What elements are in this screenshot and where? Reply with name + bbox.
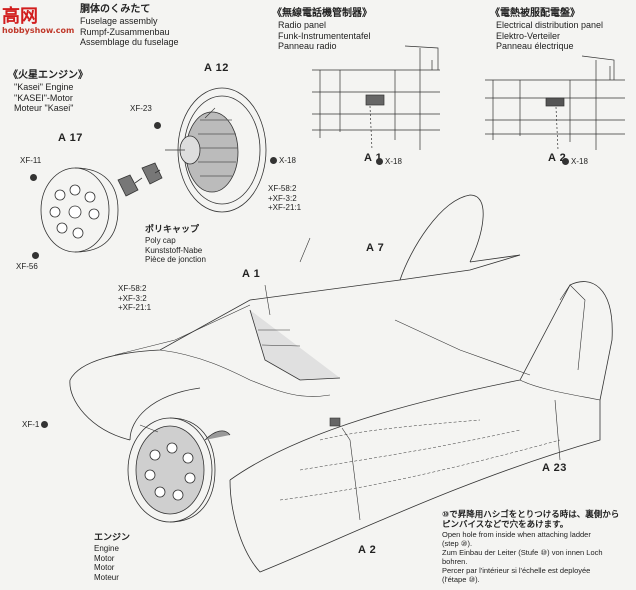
electrical-panel-heading-fr: Panneau électrique bbox=[496, 41, 574, 51]
callout-xf58-cockpit-line3: +XF-21:1 bbox=[118, 303, 152, 312]
watermark-mark: 高 bbox=[2, 6, 20, 27]
ladder-note-en1: Open hole from inside when attaching lad… bbox=[442, 530, 591, 539]
callout-x18-electrical-text: X-18 bbox=[571, 157, 588, 166]
callout-x18-engine-text: X-18 bbox=[279, 156, 296, 165]
engine-heading: 《火星エンジン》 "Kasei" Engine "KASEI"-Motor Mo… bbox=[8, 70, 88, 114]
engine-a12 bbox=[165, 87, 267, 213]
electrical-panel-heading-jp: 《電熱被服配電盤》 bbox=[490, 8, 580, 19]
callout-x18-radio: X-18 bbox=[376, 157, 402, 166]
radio-panel-heading: 《無線電話機管制器》 Radio panel Funk-Instrumenten… bbox=[272, 8, 372, 52]
part-label-a1-main: A 1 bbox=[242, 268, 261, 280]
fuselage-right-half bbox=[229, 281, 613, 573]
poly-cap-label-en: Poly cap bbox=[145, 236, 176, 245]
engine-heading-de: "KASEI"-Motor bbox=[14, 92, 73, 103]
part-label-a2-electrical: A 2 bbox=[548, 152, 567, 164]
poly-caps bbox=[117, 162, 163, 197]
radio-panel-heading-de: Funk-Instrumententafel bbox=[278, 30, 371, 41]
cowling-a17 bbox=[40, 167, 119, 253]
engine-bottom bbox=[127, 417, 231, 523]
engine-label-jp: エンジン bbox=[94, 533, 131, 543]
callout-xf58-engine-line2: +XF-3:2 bbox=[268, 193, 297, 203]
callout-xf58-engine-line1: XF-58:2 bbox=[268, 184, 297, 193]
color-dot-xf23 bbox=[154, 116, 161, 134]
ladder-note-de1: Zum Einbau der Leiter (Stufe ⑩) von inne… bbox=[442, 548, 603, 557]
engine-label-fr: Moteur bbox=[94, 572, 119, 582]
fuselage-heading: 胴体のくみたて Fuselage assembly Rumpf-Zusammen… bbox=[80, 4, 179, 48]
radio-panel-heading-en: Radio panel bbox=[278, 20, 327, 30]
color-dot-xf1 bbox=[41, 421, 49, 428]
callout-x18-radio-text: X-18 bbox=[385, 157, 402, 166]
callout-xf23: XF-23 bbox=[130, 104, 152, 113]
poly-cap-label: ポリキャップ Poly cap Kunststoff-Nabe Pièce de… bbox=[145, 224, 206, 265]
callout-x18-engine: X-18 bbox=[270, 156, 296, 165]
callout-xf11-text: XF-11 bbox=[20, 156, 42, 165]
callout-xf56-text: XF-56 bbox=[16, 262, 38, 271]
watermark-site: hobbyshow.com bbox=[2, 26, 75, 35]
ladder-note-en2: (step ⑩). bbox=[442, 539, 473, 548]
engine-label-it: Motor bbox=[94, 563, 115, 572]
callout-xf58-cockpit: XF-58:2 +XF-3:2 +XF-21:1 bbox=[118, 284, 151, 313]
engine-heading-jp: 《火星エンジン》 bbox=[8, 70, 88, 81]
callout-xf11: XF-11 bbox=[20, 156, 41, 165]
engine-heading-fr: Moteur "Kasei" bbox=[14, 103, 74, 113]
color-dot-x18-radio bbox=[376, 158, 383, 165]
ladder-note-fr1: Percer par l'intérieur si l'échelle est … bbox=[442, 566, 591, 575]
callout-xf23-text: XF-23 bbox=[130, 104, 152, 113]
engine-label: エンジン Engine Motor Motor Moteur bbox=[94, 532, 130, 582]
electrical-panel-heading-en: Electrical distribution panel bbox=[496, 20, 604, 30]
leader-lines bbox=[139, 107, 561, 521]
poly-cap-label-de: Kunststoff-Nabe bbox=[145, 245, 203, 255]
radio-panel-heading-fr: Panneau radio bbox=[278, 41, 337, 51]
poly-cap-label-fr: Pièce de jonction bbox=[145, 255, 206, 264]
callout-xf58-cockpit-line1: XF-58:2 bbox=[118, 284, 147, 293]
callout-xf58-engine: XF-58:2 +XF-3:2 +XF-21:1 bbox=[268, 184, 301, 213]
tail-fin bbox=[399, 194, 521, 281]
electrical-panel-heading: 《電熱被服配電盤》 Electrical distribution panel … bbox=[490, 8, 603, 52]
callout-x18-electrical: X-18 bbox=[562, 157, 588, 166]
radio-panel-inset bbox=[312, 45, 440, 151]
color-dot-xf11 bbox=[30, 168, 37, 186]
watermark-mark-2: 网 bbox=[20, 6, 38, 27]
ladder-note-de2: bohren. bbox=[442, 557, 468, 566]
callout-xf58-cockpit-line2: +XF-3:2 bbox=[118, 293, 147, 303]
callout-xf58-engine-line3: +XF-21:1 bbox=[268, 203, 302, 212]
callout-xf56: XF-56 bbox=[16, 262, 38, 271]
electrical-panel-inset bbox=[485, 55, 625, 151]
part-label-a7: A 7 bbox=[366, 242, 385, 254]
engine-heading-en: "Kasei" Engine bbox=[14, 82, 74, 92]
electrical-panel-heading-de: Elektro-Verteiler bbox=[496, 30, 561, 41]
fuselage-heading-en: Fuselage assembly bbox=[80, 16, 158, 26]
fuselage-left-half bbox=[69, 254, 521, 441]
ladder-note-jp2: ピンバイスなどで穴をあけます。 bbox=[442, 520, 569, 530]
part-label-a23: A 23 bbox=[542, 462, 567, 474]
engine-label-en: Engine bbox=[94, 544, 119, 553]
part-label-a17: A 17 bbox=[58, 132, 83, 144]
color-dot-x18-electrical bbox=[562, 158, 569, 165]
watermark-logo: 高网 hobbyshow.com bbox=[2, 2, 74, 35]
fuselage-heading-fr: Assemblage du fuselage bbox=[80, 37, 179, 47]
callout-xf1-text: XF-1 bbox=[22, 420, 40, 429]
radio-panel-heading-jp: 《無線電話機管制器》 bbox=[272, 8, 372, 19]
ladder-note-fr2: (l'étape ⑩). bbox=[442, 575, 480, 584]
ladder-note: ⑩で昇降用ハシゴをとりつける時は、裏側から ピンバイスなどで穴をあけます。 Op… bbox=[442, 510, 634, 584]
callout-xf1: XF-1 bbox=[22, 420, 49, 429]
part-label-a12: A 12 bbox=[204, 62, 229, 74]
engine-label-de: Motor bbox=[94, 553, 115, 563]
fuselage-heading-jp: 胴体のくみたて bbox=[80, 4, 151, 15]
ladder-note-jp1: ⑩で昇降用ハシゴをとりつける時は、裏側から bbox=[442, 510, 620, 520]
part-label-a2-main: A 2 bbox=[358, 544, 377, 556]
color-dot-xf56 bbox=[32, 246, 39, 264]
color-dot-x18-engine bbox=[270, 157, 277, 164]
poly-cap-label-jp: ポリキャップ bbox=[145, 225, 200, 235]
fuselage-heading-de: Rumpf-Zusammenbau bbox=[80, 26, 170, 37]
